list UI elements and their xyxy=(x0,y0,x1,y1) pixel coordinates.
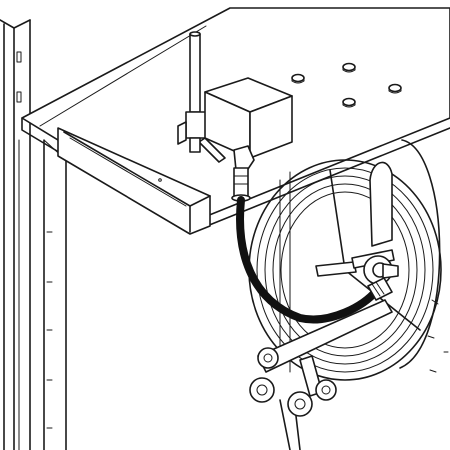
bolt-heads xyxy=(291,62,402,108)
elbow-fitting xyxy=(231,145,255,202)
rail-channel xyxy=(57,127,211,235)
mount-bracket xyxy=(249,299,393,450)
pump-box xyxy=(204,77,293,159)
ball-valve xyxy=(177,111,226,163)
frame-post xyxy=(0,19,31,450)
valve-pipe xyxy=(189,31,201,113)
frame-leg xyxy=(43,139,67,450)
reel-edge-marks xyxy=(427,299,449,373)
hose xyxy=(236,196,393,324)
